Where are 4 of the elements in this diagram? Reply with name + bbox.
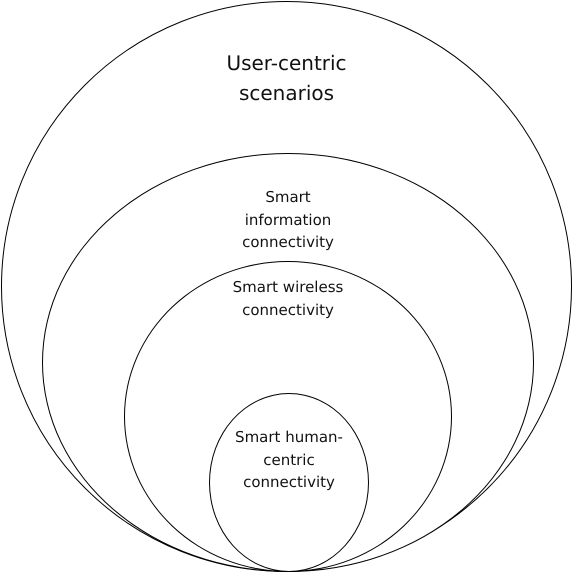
region-label: Smart human-centric connectivity <box>234 427 344 493</box>
region-label: User-centric scenarios <box>225 50 348 107</box>
region-label: Smart information connectivity <box>241 187 335 253</box>
region-label: Smart wireless connectivity <box>232 277 344 320</box>
